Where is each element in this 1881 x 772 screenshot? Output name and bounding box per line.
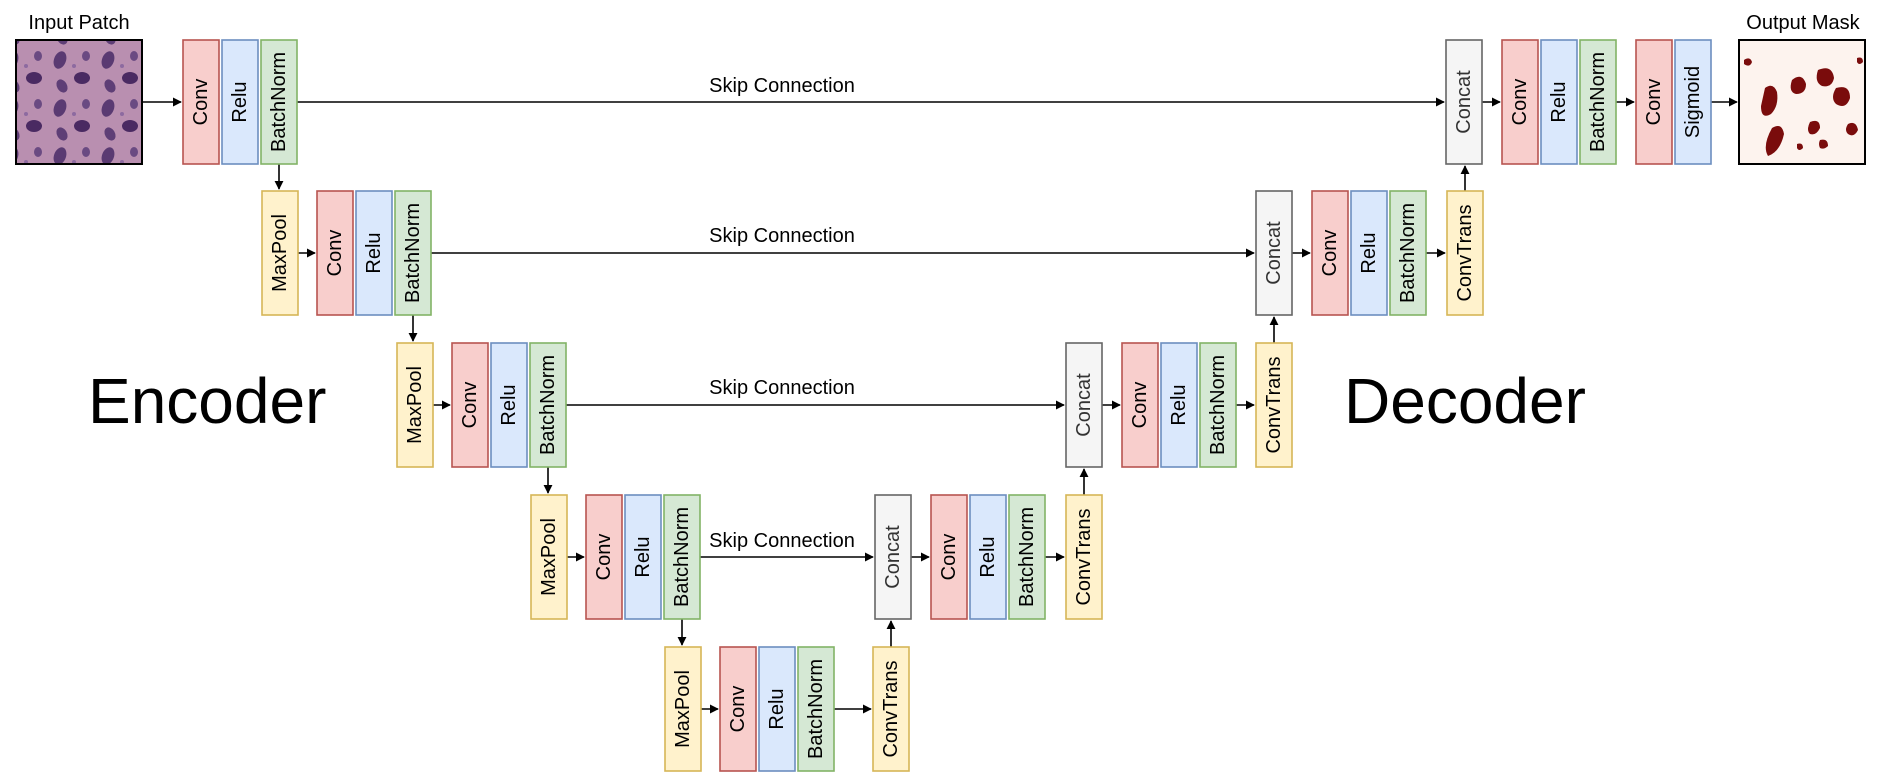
skip-connection-label: Skip Connection (709, 377, 855, 399)
batchnorm-block: BatchNorm (663, 494, 701, 620)
concat-block: Concat (1445, 39, 1483, 165)
concat-block: Concat (874, 494, 912, 620)
batchnorm-label: BatchNorm (805, 659, 827, 759)
relu-label: Relu (363, 232, 385, 273)
convtrans-block: ConvTrans (1255, 342, 1293, 468)
encoder-label: Encoder (88, 365, 326, 437)
maxpool-label: MaxPool (672, 670, 694, 748)
convtrans-label: ConvTrans (880, 660, 902, 757)
convtrans-label: ConvTrans (1454, 204, 1476, 301)
input-patch-image (15, 39, 143, 165)
conv-label: Conv (190, 79, 212, 126)
concat-label: Concat (1263, 221, 1285, 285)
conv-block: Conv (182, 39, 220, 165)
connections (142, 97, 1738, 714)
conv-label: Conv (1643, 79, 1665, 126)
relu-label: Relu (632, 536, 654, 577)
relu-block: Relu (1540, 39, 1578, 165)
convtrans-label: ConvTrans (1073, 508, 1095, 605)
batchnorm-block: BatchNorm (394, 190, 432, 316)
skip-connection-label: Skip Connection (709, 75, 855, 97)
maxpool-block: MaxPool (396, 342, 434, 468)
relu-label: Relu (229, 81, 251, 122)
batchnorm-label: BatchNorm (1016, 507, 1038, 607)
conv-block: Conv (451, 342, 489, 468)
conv-label: Conv (727, 686, 749, 733)
relu-block: Relu (221, 39, 259, 165)
skip-connection-label: Skip Connection (709, 530, 855, 552)
relu-block: Relu (1160, 342, 1198, 468)
convtrans-block: ConvTrans (1065, 494, 1103, 620)
relu-block: Relu (1350, 190, 1388, 316)
conv-block: Conv (719, 646, 757, 772)
relu-label: Relu (498, 384, 520, 425)
concat-label: Concat (1073, 373, 1095, 437)
convtrans-block: ConvTrans (1446, 190, 1484, 316)
relu-block: Relu (758, 646, 796, 772)
conv-block: Conv (585, 494, 623, 620)
batchnorm-label: BatchNorm (402, 203, 424, 303)
output-mask-label: Output Mask (1746, 12, 1860, 34)
conv-block: Conv (1501, 39, 1539, 165)
convtrans-label: ConvTrans (1263, 356, 1285, 453)
sigmoid-block: Sigmoid (1674, 39, 1712, 165)
conv-label: Conv (1319, 230, 1341, 277)
batchnorm-block: BatchNorm (1579, 39, 1617, 165)
conv-block: Conv (930, 494, 968, 620)
concat-block: Concat (1255, 190, 1293, 316)
conv-block: Conv (316, 190, 354, 316)
sigmoid-label: Sigmoid (1682, 66, 1704, 138)
maxpool-block: MaxPool (664, 646, 702, 772)
output-mask-image (1738, 39, 1866, 165)
conv-block: Conv (1121, 342, 1159, 468)
batchnorm-block: BatchNorm (1199, 342, 1237, 468)
maxpool-block: MaxPool (261, 190, 299, 316)
conv-block: Conv (1311, 190, 1349, 316)
concat-label: Concat (1453, 70, 1475, 134)
convtrans-block: ConvTrans (872, 646, 910, 772)
relu-label: Relu (1548, 81, 1570, 122)
relu-label: Relu (766, 688, 788, 729)
maxpool-label: MaxPool (538, 518, 560, 596)
batchnorm-label: BatchNorm (268, 52, 290, 152)
relu-label: Relu (1168, 384, 1190, 425)
relu-label: Relu (1358, 232, 1380, 273)
batchnorm-block: BatchNorm (797, 646, 835, 772)
batchnorm-label: BatchNorm (537, 355, 559, 455)
conv-label: Conv (459, 382, 481, 429)
decoder-label: Decoder (1344, 365, 1586, 437)
relu-block: Relu (969, 494, 1007, 620)
batchnorm-label: BatchNorm (1587, 52, 1609, 152)
concat-label: Concat (882, 525, 904, 589)
conv-block: Conv (1635, 39, 1673, 165)
relu-block: Relu (624, 494, 662, 620)
batchnorm-block: BatchNorm (529, 342, 567, 468)
batchnorm-block: BatchNorm (1008, 494, 1046, 620)
relu-block: Relu (355, 190, 393, 316)
maxpool-label: MaxPool (404, 366, 426, 444)
conv-label: Conv (1509, 79, 1531, 126)
conv-label: Conv (593, 534, 615, 581)
conv-label: Conv (324, 230, 346, 277)
maxpool-block: MaxPool (530, 494, 568, 620)
maxpool-label: MaxPool (269, 214, 291, 292)
skip-connection-label: Skip Connection (709, 225, 855, 247)
batchnorm-block: BatchNorm (260, 39, 298, 165)
batchnorm-block: BatchNorm (1389, 190, 1427, 316)
conv-label: Conv (938, 534, 960, 581)
concat-block: Concat (1065, 342, 1103, 468)
batchnorm-label: BatchNorm (1207, 355, 1229, 455)
conv-label: Conv (1129, 382, 1151, 429)
batchnorm-label: BatchNorm (1397, 203, 1419, 303)
batchnorm-label: BatchNorm (671, 507, 693, 607)
relu-block: Relu (490, 342, 528, 468)
relu-label: Relu (977, 536, 999, 577)
input-patch-label: Input Patch (28, 12, 129, 34)
